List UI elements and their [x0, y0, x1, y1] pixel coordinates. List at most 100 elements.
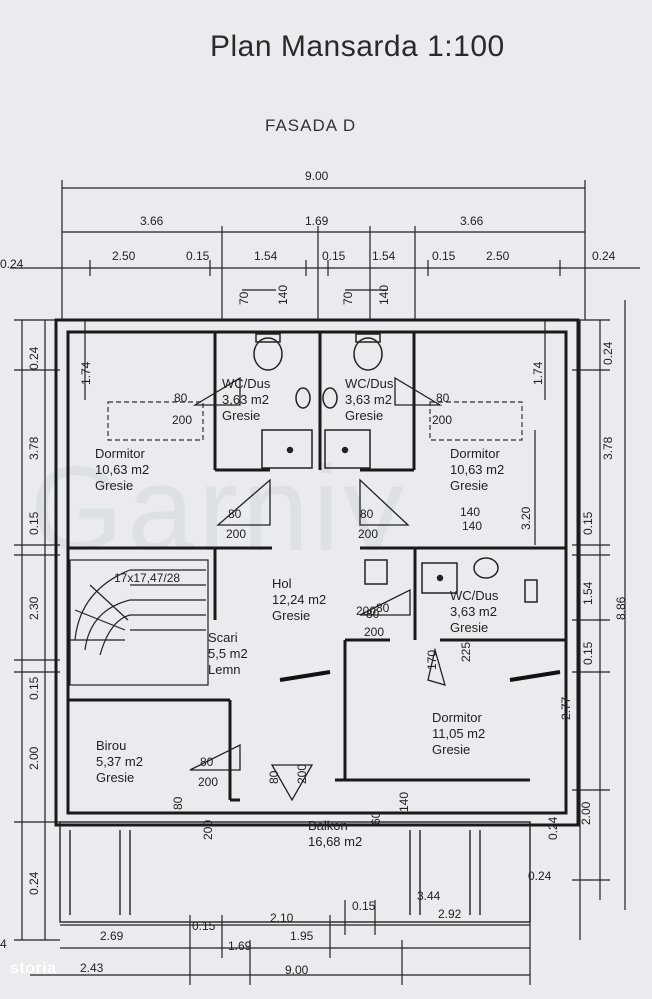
dim-top-label: 0.24 — [0, 257, 24, 271]
door-size-label: 140 — [460, 505, 480, 519]
dim-right-label: 3.78 — [601, 436, 615, 460]
dim-top-label: 2.50 — [486, 249, 510, 263]
door-size-label: 80 — [171, 796, 185, 810]
dim-left-label: 0.24 — [27, 871, 41, 895]
room-name: Dormitor — [432, 710, 483, 725]
dim-bottom-label: 0.15 — [352, 899, 376, 913]
room-floor: Gresie — [222, 408, 260, 423]
dim-top-label: 0.15 — [186, 249, 210, 263]
door-size-label: 200 — [295, 764, 309, 784]
room-floor: Gresie — [450, 478, 488, 493]
room-floor: Gresie — [272, 608, 310, 623]
room-area: 11,05 m2 — [432, 726, 485, 741]
dim-bottom-label: 0.15 — [192, 919, 216, 933]
stair-label: 17x17,47/28 — [114, 571, 180, 585]
room-name: Dormitor — [95, 446, 146, 461]
room-area: 10,63 m2 — [450, 462, 504, 477]
dim-bottom-label: 9.00 — [285, 963, 309, 977]
dim-top-label: 140 — [377, 285, 391, 305]
dim-bottom-label: 2.92 — [438, 907, 462, 921]
room-area: 3,63 m2 — [345, 392, 392, 407]
dim-right-label: 0.15 — [581, 641, 595, 665]
dim-right-label: 0.15 — [581, 511, 595, 535]
dim-left-label: 2.30 — [27, 596, 41, 620]
section-lines — [279, 670, 561, 682]
room-name: Birou — [96, 738, 126, 753]
door-size-label: 60 — [369, 811, 383, 825]
room-floor: Gresie — [345, 408, 383, 423]
room-area: 10,63 m2 — [95, 462, 149, 477]
room-floor: Gresie — [95, 478, 133, 493]
dim-top-label: 3.66 — [140, 214, 164, 228]
door-size-label: 80 — [360, 507, 374, 521]
door-size-label: 200 — [226, 527, 246, 541]
dim-right-label: 1.74 — [531, 361, 545, 385]
dim-top-label: 1.54 — [372, 249, 396, 263]
dimension-lines — [10, 180, 640, 985]
dim-bottom-label: 1.69 — [228, 939, 252, 953]
door-size-label: 200 — [198, 775, 218, 789]
dim-top-label: 1.54 — [254, 249, 278, 263]
dim-top-label: 1.69 — [305, 214, 329, 228]
dim-right-label: 2.77 — [559, 696, 573, 720]
room-name: WC/Dus — [345, 376, 394, 391]
room-area: 5,5 m2 — [208, 646, 248, 661]
door-size-label: 140 — [397, 792, 411, 812]
dim-bottom-label: 2.43 — [80, 961, 104, 975]
dim-left-label: 3.78 — [27, 436, 41, 460]
room-area: 16,68 m2 — [308, 834, 362, 849]
balcony-outline — [59, 821, 531, 923]
door-labels: 80 200 80 200 80 200 80 200 80 200 80 200 80 200 80 200… — [171, 391, 482, 840]
dim-top-label: 9.00 — [305, 169, 329, 183]
dim-bottom-label: 3.44 — [417, 889, 441, 903]
door-size-label: 80 — [174, 391, 188, 405]
dim-left-label: 2.00 — [27, 746, 41, 770]
dim-left-label: 0.15 — [27, 511, 41, 535]
dim-top-label: 0.15 — [322, 249, 346, 263]
room-name: Scari — [208, 630, 238, 645]
furniture-dashed — [107, 401, 523, 441]
dim-right-label: 2.00 — [579, 801, 593, 825]
dim-right-label: 0.24 — [601, 341, 615, 365]
door-size-label: 200 — [201, 820, 215, 840]
staircase — [69, 559, 209, 686]
room-name: Dormitor — [450, 446, 501, 461]
storia-logo[interactable]: storia — [10, 960, 57, 977]
page-title: Plan Mansarda 1:100 — [210, 30, 505, 63]
sanitary-fixtures — [253, 333, 538, 603]
room-name: Balkon — [308, 818, 348, 833]
dim-top-label: 2.50 — [112, 249, 136, 263]
door-size-label: 80 — [436, 391, 450, 405]
page-subtitle: FASADA D — [265, 116, 357, 135]
room-name: WC/Dus — [450, 588, 499, 603]
door-size-label: 200 — [358, 527, 378, 541]
door-size-label: 200 — [432, 413, 452, 427]
dim-top-label: 0.15 — [432, 249, 456, 263]
dim-top-label: 0.24 — [592, 249, 616, 263]
room-area: 3,63 m2 — [222, 392, 269, 407]
dim-top-label: 70 — [237, 291, 251, 305]
room-name: WC/Dus — [222, 376, 271, 391]
room-area: 12,24 m2 — [272, 592, 326, 607]
room-floor: Gresie — [96, 770, 134, 785]
dim-right-label: 1.54 — [581, 581, 595, 605]
door-size-label: 80 — [200, 755, 214, 769]
dim-bottom-label: 4 — [0, 937, 7, 951]
dim-left-label: 0.15 — [27, 676, 41, 700]
room-area: 5,37 m2 — [96, 754, 143, 769]
dim-left-label: 1.74 — [79, 361, 93, 385]
door-size-label: 80 — [228, 507, 242, 521]
door-size-label: 80 — [366, 607, 380, 621]
room-floor: Gresie — [432, 742, 470, 757]
door-size-label: 225 — [459, 642, 473, 662]
door-size-label: 80 — [376, 601, 390, 615]
door-size-label: 200 — [364, 625, 384, 639]
room-name: Hol — [272, 576, 292, 591]
dim-bottom-label: 2.10 — [270, 911, 294, 925]
dim-top-label: 140 — [276, 285, 290, 305]
room-floor: Gresie — [450, 620, 488, 635]
door-size-label: 200 — [172, 413, 192, 427]
